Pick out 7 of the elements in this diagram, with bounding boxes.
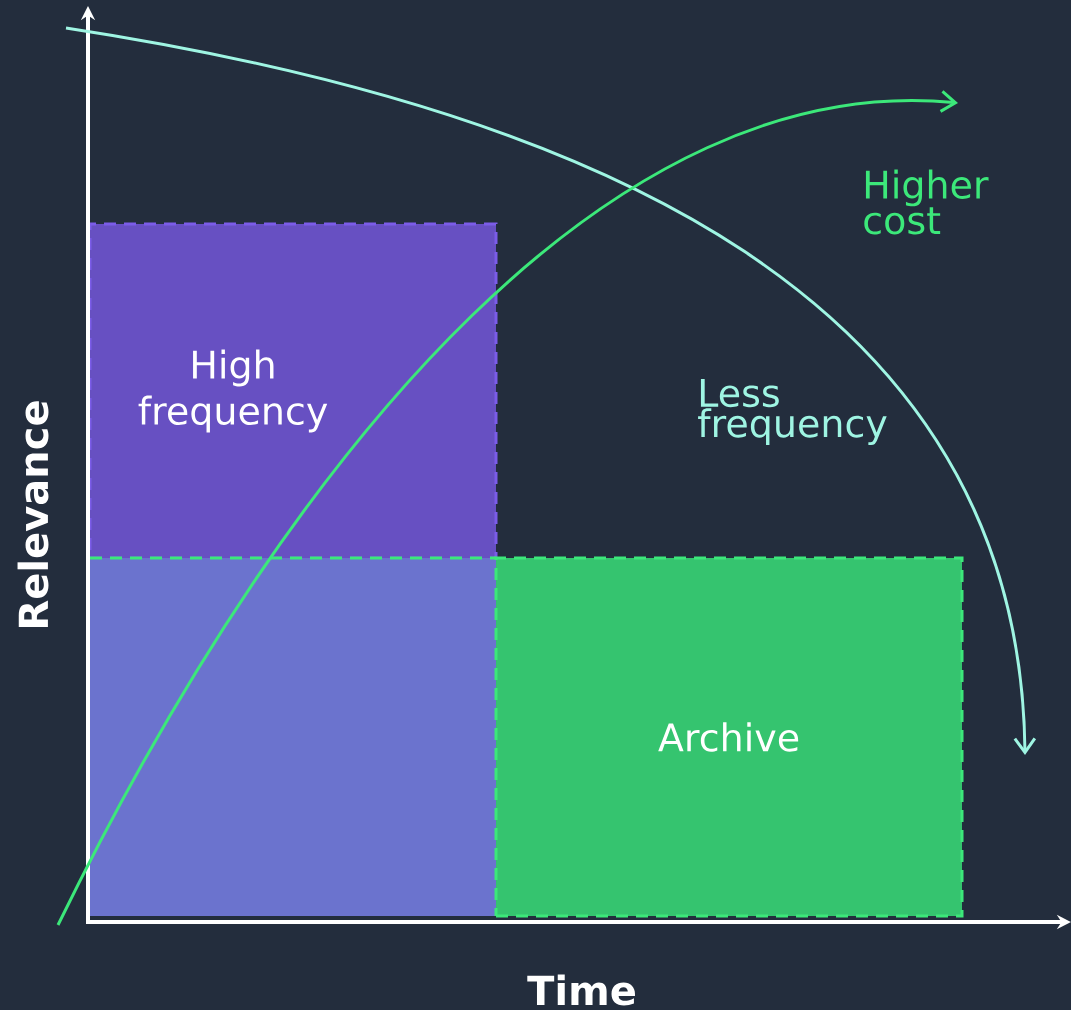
frequency-label: Less frequency	[698, 379, 887, 445]
cost-label: Higher cost	[864, 169, 989, 235]
zone-box: High frequency	[88, 222, 498, 560]
region-box	[90, 556, 496, 916]
zone-box: Archive	[494, 556, 964, 918]
axis-title: Relevance	[17, 401, 49, 627]
axis-title: Time	[527, 974, 635, 1006]
